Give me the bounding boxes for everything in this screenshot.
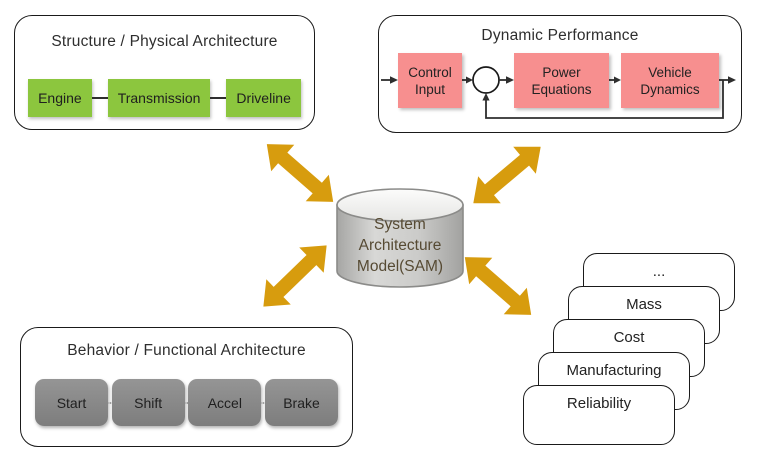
dynamic-node-vehicle-dynamics: Vehicle Dynamics [621,53,719,108]
arrowhead-icon [482,93,490,101]
structure-node-driveline: Driveline [226,79,301,117]
link-arrow-behavior-icon [247,229,342,323]
arrowhead-icon [506,76,514,84]
behavior-panel: Behavior / Functional Architecture Start… [20,327,353,447]
summing-junction-icon [472,66,500,94]
behavior-node-brake: Brake [265,379,339,426]
behavior-node-row: Start Shift Accel Brake [35,379,339,426]
structure-node-row: Engine Transmission Driveline [15,79,314,117]
structure-node-transmission: Transmission [107,79,211,117]
behavior-panel-title: Behavior / Functional Architecture [67,342,306,359]
sam-cylinder-label: System Architecture Model(SAM) [356,216,444,275]
attribute-card-reliability: Reliability [523,385,675,445]
arrowhead-icon [614,76,621,84]
feedback-loop-line [485,80,724,119]
flow-arrow-icon [261,401,266,404]
flow-arrow-icon [108,401,112,404]
structure-panel: Structure / Physical Architecture Engine… [14,15,315,130]
dynamic-node-control-input: Control Input [398,53,462,108]
database-cylinder-icon [336,188,464,288]
behavior-node-accel: Accel [188,379,262,426]
connector-line [91,97,108,99]
connector-line [210,97,227,99]
dynamic-panel-title: Dynamic Performance [481,27,639,44]
sam-cylinder: System Architecture Model(SAM) [335,186,465,290]
control-loop-connectors-icon [381,66,736,119]
behavior-node-shift: Shift [111,379,185,426]
structure-panel-title: Structure / Physical Architecture [51,33,278,50]
structure-node-engine: Engine [28,79,92,117]
arrowhead-icon [390,76,398,84]
link-arrow-attributes-icon [450,240,547,332]
arrowhead-icon [466,76,473,84]
dynamic-panel: Dynamic Performance Control Input Power … [378,15,742,133]
behavior-node-start: Start [35,379,108,426]
link-arrow-dynamic-icon [459,129,556,221]
link-arrow-structure-icon [252,127,349,219]
flow-arrow-icon [184,401,189,404]
arrowhead-icon [728,76,736,84]
dynamic-node-power-equations: Power Equations [514,53,609,108]
